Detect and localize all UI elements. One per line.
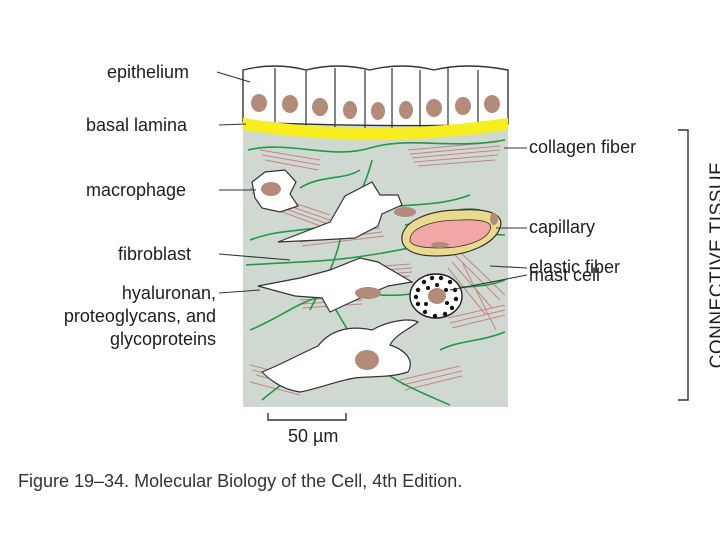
macrophage-label: macrophage [86,180,186,201]
connective-tissue-bracket [678,130,688,400]
collagen-fiber-label: collagen fiber [529,137,636,158]
capillary-label: capillary [529,217,595,238]
figure-caption: Figure 19–34. Molecular Biology of the C… [18,471,462,492]
epithelium-cells [243,66,508,130]
scale-bar [268,413,346,420]
hyaluronan-label-line-1: hyaluronan, [122,283,216,304]
mast-cell [410,274,462,318]
scale-bar-label: 50 µm [288,426,338,447]
basal-lamina-label: basal lamina [86,115,187,136]
fibroblast-label: fibroblast [118,244,191,265]
hyaluronan-label-line-2: proteoglycans, and [64,306,216,327]
epithelium-label: epithelium [107,62,189,83]
hyaluronan-label-line-3: glycoproteins [110,329,216,350]
connective-tissue-label: CONNECTIVE TISSUE [707,162,720,369]
mast-cell-label: mast cell [529,265,600,286]
